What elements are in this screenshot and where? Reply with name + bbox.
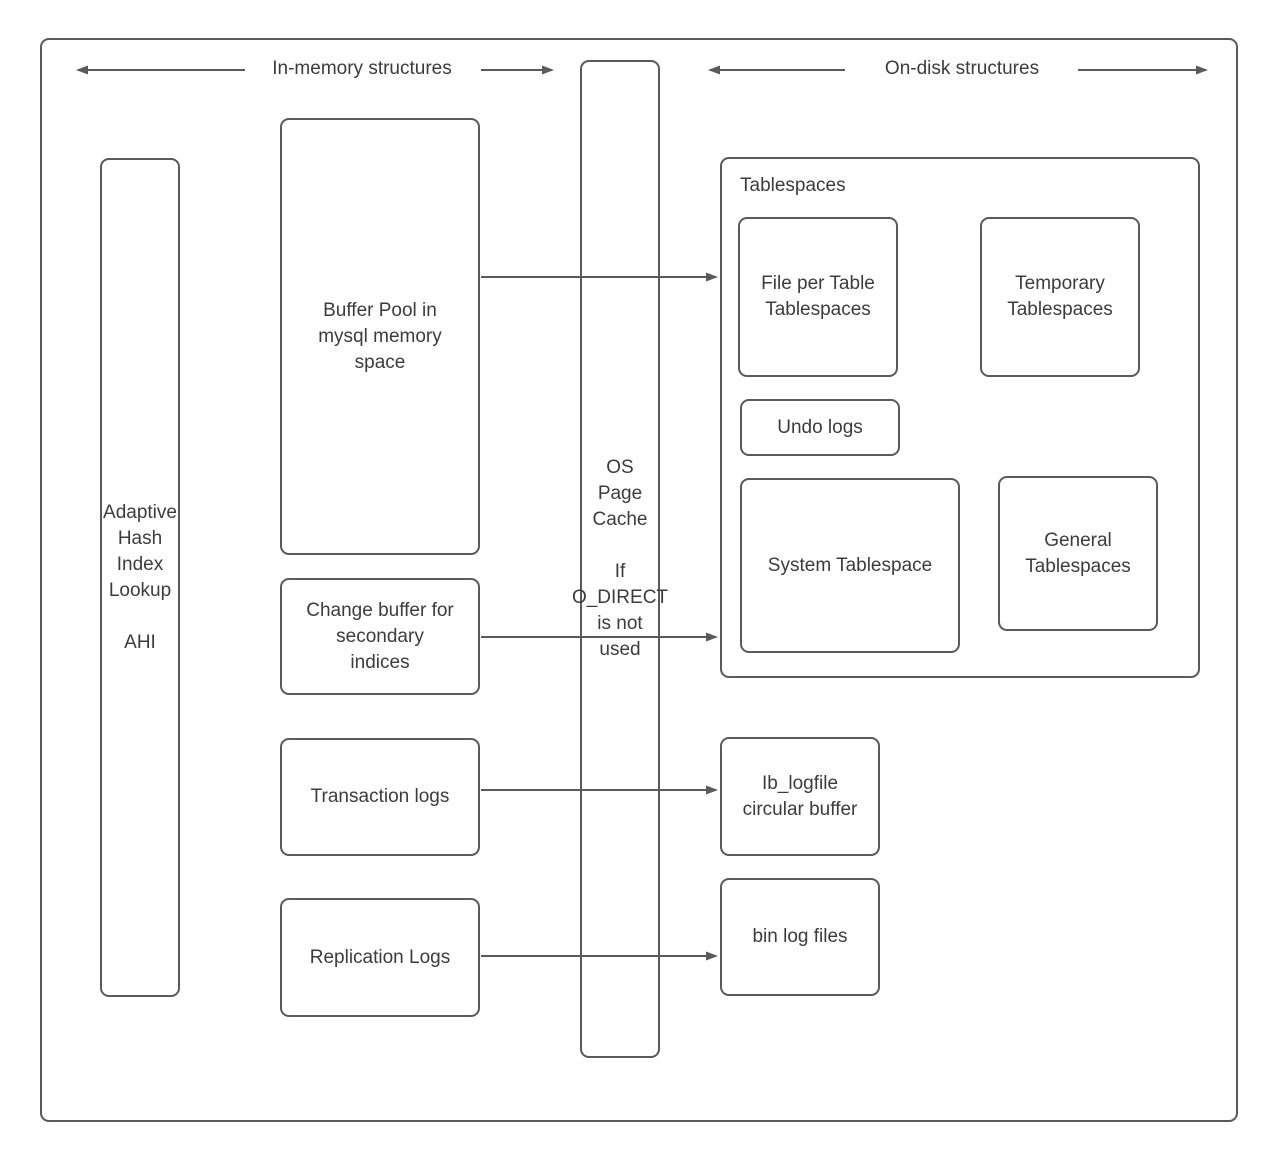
node-buffer-pool: Buffer Pool in mysql memory space: [280, 118, 480, 555]
os-page-cache-label: OS Page Cache If O_DIRECT is not used: [571, 457, 669, 660]
node-temporary-tablespaces: Temporary Tablespaces: [980, 217, 1140, 377]
node-general-tablespaces: General Tablespaces: [998, 476, 1158, 631]
header-on-disk-label: On-disk structures: [884, 58, 1040, 79]
node-undo-logs: Undo logs: [740, 399, 900, 456]
system-tablespace-label: System Tablespace: [767, 554, 933, 576]
node-adaptive-hash-index: Adaptive Hash Index Lookup AHI: [100, 158, 180, 997]
adaptive-hash-index-label: Adaptive Hash Index Lookup AHI: [103, 501, 177, 653]
node-os-page-cache: OS Page Cache If O_DIRECT is not used: [572, 60, 668, 1058]
transaction-logs-label: Transaction logs: [310, 786, 450, 807]
node-bin-log-files: bin log files: [720, 878, 880, 996]
replication-logs-label: Replication Logs: [309, 946, 451, 968]
file-per-table-tablespaces-label: File per Table Tablespaces: [761, 273, 875, 320]
temporary-tablespaces-label: Temporary Tablespaces: [1007, 273, 1113, 320]
node-file-per-table-tablespaces: File per Table Tablespaces: [738, 217, 898, 377]
node-system-tablespace: System Tablespace: [740, 478, 960, 653]
node-change-buffer: Change buffer for secondary indices: [280, 578, 480, 695]
header-in-memory-label: In-memory structures: [272, 58, 452, 79]
node-replication-logs: Replication Logs: [280, 898, 480, 1017]
general-tablespaces-label: General Tablespaces: [1025, 529, 1131, 577]
buffer-pool-label: Buffer Pool in mysql memory space: [318, 299, 442, 373]
node-ib-logfile: Ib_logfile circular buffer: [720, 737, 880, 856]
tablespaces-title: Tablespaces: [740, 175, 846, 196]
node-transaction-logs: Transaction logs: [280, 738, 480, 856]
undo-logs-label: Undo logs: [777, 416, 863, 438]
ib-logfile-label: Ib_logfile circular buffer: [742, 772, 858, 820]
change-buffer-label: Change buffer for secondary indices: [306, 599, 454, 673]
bin-log-files-label: bin log files: [752, 926, 848, 947]
